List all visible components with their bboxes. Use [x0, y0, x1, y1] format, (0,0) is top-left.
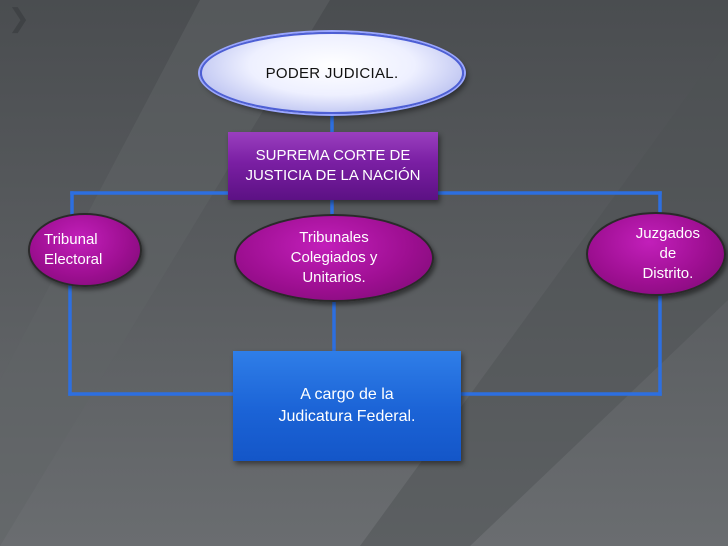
juzgados-distrito-label: Juzgados de Distrito. [635, 225, 700, 282]
tribunal-electoral-node: Tribunal Electoral [28, 213, 142, 287]
tribunales-colegiados-node: Tribunales Colegiados y Unitarios. [234, 214, 434, 302]
suprema-corte-node: SUPREMA CORTE DE JUSTICIA DE LA NACIÓN [228, 132, 438, 200]
chevron-right-icon: ❯ [8, 4, 30, 34]
poder-judicial-node: PODER JUDICIAL. [200, 32, 464, 114]
judicatura-federal-node: A cargo de la Judicatura Federal. [233, 351, 461, 461]
tribunales-colegiados-label: Tribunales Colegiados y Unitarios. [290, 229, 378, 286]
juzgados-distrito-node: Juzgados de Distrito. [586, 212, 726, 296]
judicatura-federal-label: A cargo de la Judicatura Federal. [278, 386, 416, 425]
poder-judicial-label: PODER JUDICIAL. [265, 64, 399, 82]
suprema-corte-label: SUPREMA CORTE DE JUSTICIA DE LA NACIÓN [245, 147, 421, 184]
tribunal-electoral-label: Tribunal Electoral [44, 231, 103, 268]
